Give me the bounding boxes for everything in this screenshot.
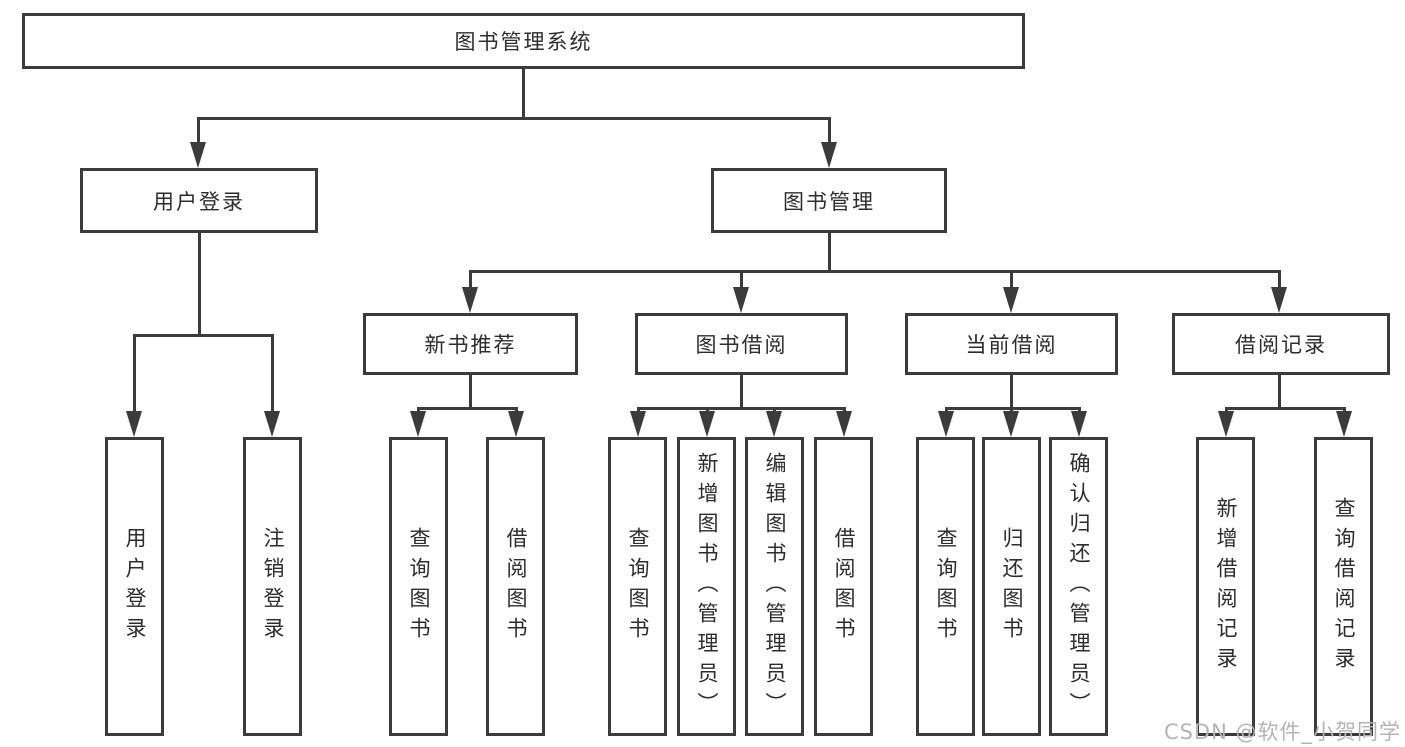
- leaf-add-borrow-record: 新增借阅记录: [1196, 437, 1255, 736]
- connector-stem-user-login: [197, 117, 200, 147]
- connector-borrow-records-stem: [1278, 374, 1281, 410]
- connector-new-book-stem: [469, 374, 472, 410]
- arrow-to-book-borrow: [733, 287, 749, 313]
- connector-bus-level2: [469, 270, 1280, 273]
- arrow-to-borrow-records: [1271, 287, 1287, 313]
- leaf-logout: 注销登录: [243, 437, 302, 736]
- connector-stem-logout-leaf: [271, 334, 274, 414]
- leaf-query-books-current-label: 查询图书: [934, 526, 958, 647]
- leaf-query-books-current: 查询图书: [916, 437, 975, 736]
- node-book-borrowing: 图书借阅: [635, 313, 848, 375]
- leaf-query-books-recommend: 查询图书: [389, 437, 448, 736]
- node-borrowing-records-label: 借阅记录: [1235, 333, 1327, 357]
- arrow-to-leaf: [836, 411, 852, 437]
- node-book-management: 图书管理: [711, 168, 947, 233]
- leaf-add-books-admin-label: 新增图书（管理员）: [695, 451, 719, 722]
- connector-stem-login-leaf: [133, 334, 136, 414]
- arrow-to-leaf: [938, 411, 954, 437]
- connector-stem-borrow-records: [1278, 270, 1281, 292]
- arrow-to-leaf: [766, 411, 782, 437]
- leaf-query-borrow-record: 查询借阅记录: [1314, 437, 1373, 736]
- arrow-to-logout-leaf: [264, 411, 280, 437]
- leaf-edit-books-admin-label: 编辑图书（管理员）: [763, 451, 787, 722]
- leaf-borrow-books: 借阅图书: [814, 437, 873, 736]
- arrow-to-leaf: [1071, 411, 1087, 437]
- leaf-query-books-recommend-label: 查询图书: [407, 526, 431, 647]
- arrow-to-leaf: [1003, 411, 1019, 437]
- arrow-to-current-borrow: [1003, 287, 1019, 313]
- node-book-management-label: 图书管理: [783, 189, 875, 214]
- leaf-add-books-admin: 新增图书（管理员）: [677, 437, 736, 736]
- leaf-user-login: 用户登录: [105, 437, 164, 736]
- arrow-to-leaf: [1218, 411, 1234, 437]
- connector-root-stem: [522, 69, 525, 118]
- node-current-borrowing-label: 当前借阅: [965, 333, 1058, 357]
- connector-bus-book-borrow: [637, 407, 846, 410]
- leaf-confirm-return-admin: 确认归还（管理员）: [1049, 437, 1108, 736]
- connector-current-borrow-stem: [1010, 374, 1013, 410]
- leaf-borrow-books-label: 借阅图书: [832, 526, 856, 647]
- connector-stem-current-borrow: [1010, 270, 1013, 292]
- connector-bus-borrow-records: [1225, 407, 1345, 410]
- connector-bus-level1: [197, 117, 831, 120]
- connector-bus-user-login: [133, 334, 274, 337]
- node-book-management-system-label: 图书管理系统: [454, 30, 593, 54]
- arrow-to-new-book: [462, 287, 478, 313]
- arrow-to-leaf: [699, 411, 715, 437]
- arrow-to-book-management: [821, 142, 837, 168]
- connector-book-borrow-stem: [740, 374, 743, 410]
- node-new-book-recommendation-label: 新书推荐: [424, 333, 517, 357]
- leaf-query-borrow-record-label: 查询借阅记录: [1332, 496, 1356, 677]
- leaf-logout-label: 注销登录: [261, 526, 285, 647]
- connector-book-management-stem: [828, 232, 831, 273]
- connector-bus-new-book: [417, 407, 518, 410]
- connector-user-login-stem: [198, 231, 201, 337]
- node-user-login: 用户登录: [80, 168, 318, 233]
- leaf-edit-books-admin: 编辑图书（管理员）: [745, 437, 804, 736]
- connector-stem-book-borrow: [740, 270, 743, 292]
- arrow-to-user-login: [190, 142, 206, 168]
- node-new-book-recommendation: 新书推荐: [363, 313, 578, 375]
- csdn-watermark: CSDN @软件_小贺同学: [1163, 720, 1401, 744]
- arrow-to-leaf: [630, 411, 646, 437]
- leaf-return-books-label: 归还图书: [1000, 526, 1024, 647]
- node-borrowing-records: 借阅记录: [1172, 313, 1390, 375]
- leaf-borrow-books-recommend-label: 借阅图书: [504, 526, 528, 647]
- leaf-user-login-label: 用户登录: [123, 526, 147, 647]
- leaf-confirm-return-admin-label: 确认归还（管理员）: [1067, 451, 1091, 722]
- leaf-return-books: 归还图书: [982, 437, 1041, 736]
- leaf-add-borrow-record-label: 新增借阅记录: [1214, 496, 1238, 677]
- connector-stem-book-management: [828, 117, 831, 147]
- leaf-query-books-borrowing-label: 查询图书: [626, 526, 650, 647]
- arrow-to-leaf: [508, 411, 524, 437]
- node-book-management-system: 图书管理系统: [22, 13, 1025, 69]
- connector-stem-new-book: [469, 270, 472, 292]
- arrow-to-login-leaf: [126, 411, 142, 437]
- arrow-to-leaf: [1336, 411, 1352, 437]
- leaf-borrow-books-recommend: 借阅图书: [486, 437, 545, 736]
- node-user-login-label: 用户登录: [153, 189, 245, 214]
- leaf-query-books-borrowing: 查询图书: [608, 437, 667, 736]
- node-book-borrowing-label: 图书借阅: [695, 333, 788, 357]
- node-current-borrowing: 当前借阅: [905, 313, 1118, 375]
- arrow-to-leaf: [410, 411, 426, 437]
